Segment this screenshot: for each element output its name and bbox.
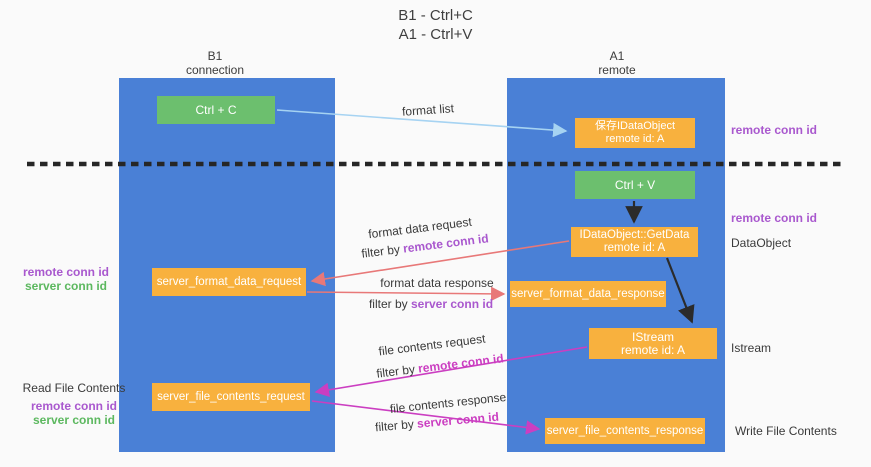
- filter-by-text-2: filter by: [368, 297, 411, 311]
- right-remote-conn-id-1: remote conn id: [731, 123, 818, 137]
- node-istream: IStream remote id: A: [589, 328, 717, 359]
- column-header-b1: B1 connection: [155, 49, 275, 77]
- column-a1-role: remote: [598, 63, 636, 77]
- read-file-contents-label: Read File Contents: [22, 381, 126, 395]
- right-dataobject-label: DataObject: [731, 236, 792, 250]
- node-ctrl-c: Ctrl + C: [157, 96, 275, 124]
- node-server-file-contents-request: server_file_contents_request: [152, 383, 310, 411]
- save-idataobject-line1: 保存IDataObject: [594, 120, 676, 132]
- server-file-contents-request-label: server_file_contents_request: [157, 390, 305, 403]
- title-line-2: A1 - Ctrl+V: [398, 26, 473, 43]
- istream-line2: remote id: A: [620, 342, 686, 357]
- right-write-file-contents-label: Write File Contents: [735, 424, 837, 438]
- title-line-1: B1 - Ctrl+C: [398, 7, 473, 24]
- diagram-title: B1 - Ctrl+C A1 - Ctrl+V: [0, 6, 871, 44]
- node-server-file-contents-response: server_file_contents_response: [545, 418, 705, 444]
- left-server-conn-id-1: server conn id: [24, 279, 108, 293]
- right-remote-conn-id-2: remote conn id: [731, 211, 818, 225]
- format-data-response-filter-label: filter by server conn id: [369, 297, 493, 311]
- istream-line1: IStream: [631, 329, 674, 344]
- save-idataobject-line2: remote id: A: [605, 133, 665, 145]
- getdata-line2: remote id: A: [603, 242, 666, 254]
- format-data-response-arrow: [306, 286, 506, 302]
- filter-by-text-3: filter by: [375, 361, 420, 381]
- column-header-a1: A1 remote: [557, 49, 677, 77]
- left-remote-conn-id-2: remote conn id: [30, 399, 117, 413]
- filter-by-text-1: filter by: [360, 241, 405, 261]
- left-remote-conn-id-1: remote conn id: [22, 265, 109, 279]
- right-istream-label: Istream: [731, 341, 772, 355]
- column-a1-name: A1: [609, 49, 625, 63]
- format-data-response-label: format data response: [380, 276, 494, 290]
- server-format-data-request-label: server_format_data_request: [156, 275, 302, 288]
- ctrl-c-label: Ctrl + C: [195, 102, 237, 117]
- column-b1-name: B1: [207, 49, 223, 63]
- filter-by-text-4: filter by: [374, 416, 418, 435]
- left-server-conn-id-2: server conn id: [32, 413, 116, 427]
- format-list-label: format list: [401, 101, 455, 119]
- left-conn-id-group-2: Read File Contents remote conn id server…: [8, 381, 140, 427]
- node-idataobject-getdata: IDataObject::GetData remote id: A: [571, 227, 698, 257]
- server-format-data-response-label: server_format_data_response: [511, 287, 665, 300]
- ctrl-v-label: Ctrl + V: [614, 177, 656, 192]
- column-b1-role: connection: [185, 63, 245, 77]
- server-conn-id-highlight-1: server conn id: [410, 297, 494, 311]
- node-ctrl-v: Ctrl + V: [575, 171, 695, 199]
- getdata-line1: IDataObject::GetData: [579, 229, 690, 241]
- server-conn-id-highlight-2: server conn id: [416, 409, 500, 431]
- node-server-format-data-response: server_format_data_response: [510, 281, 666, 307]
- node-server-format-data-request: server_format_data_request: [152, 268, 306, 296]
- left-conn-id-group-1: remote conn id server conn id: [0, 265, 132, 293]
- server-file-contents-response-label: server_file_contents_response: [546, 424, 704, 437]
- node-save-idataobject: 保存IDataObject remote id: A: [575, 118, 695, 148]
- remote-conn-id-highlight-2: remote conn id: [417, 351, 505, 376]
